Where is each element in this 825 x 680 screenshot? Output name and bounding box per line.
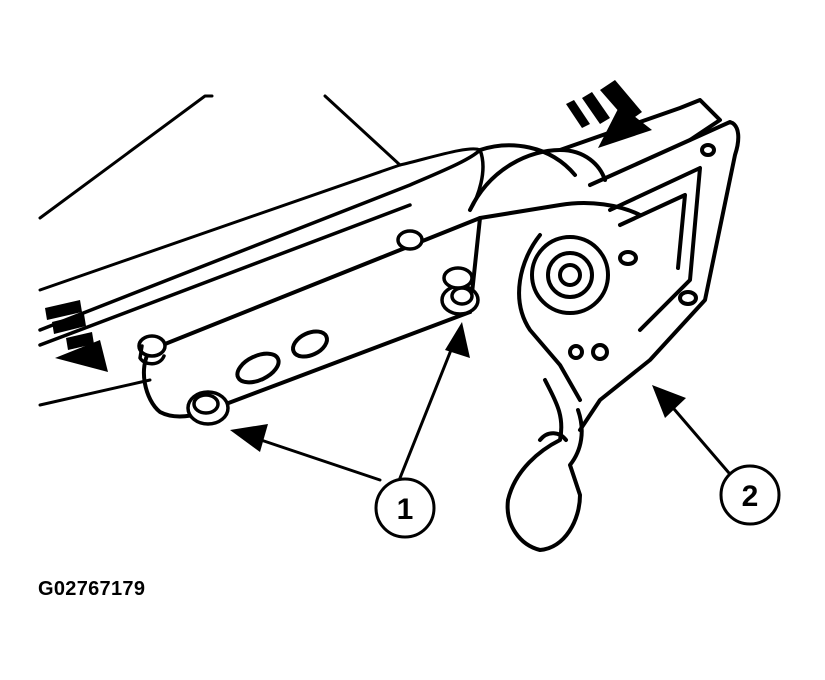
figure-id: G02767179 — [38, 578, 146, 600]
recliner-arm — [141, 201, 642, 419]
motion-arrow-upper — [566, 80, 652, 148]
pivot-bolt-front — [137, 334, 230, 426]
recliner-mechanism-plate — [517, 120, 741, 432]
callout-2: 2 — [719, 464, 781, 526]
release-handle — [505, 378, 584, 552]
pivot-bolt-rear — [396, 229, 480, 316]
motion-arrow-lower — [45, 300, 108, 372]
seat-frame-lines — [38, 94, 482, 407]
callout-2-number: 2 — [742, 480, 759, 513]
callout-1-number: 1 — [397, 493, 414, 526]
callout-1: 1 — [374, 477, 436, 539]
leader-arrowheads — [230, 322, 686, 452]
leader-lines — [253, 338, 737, 482]
